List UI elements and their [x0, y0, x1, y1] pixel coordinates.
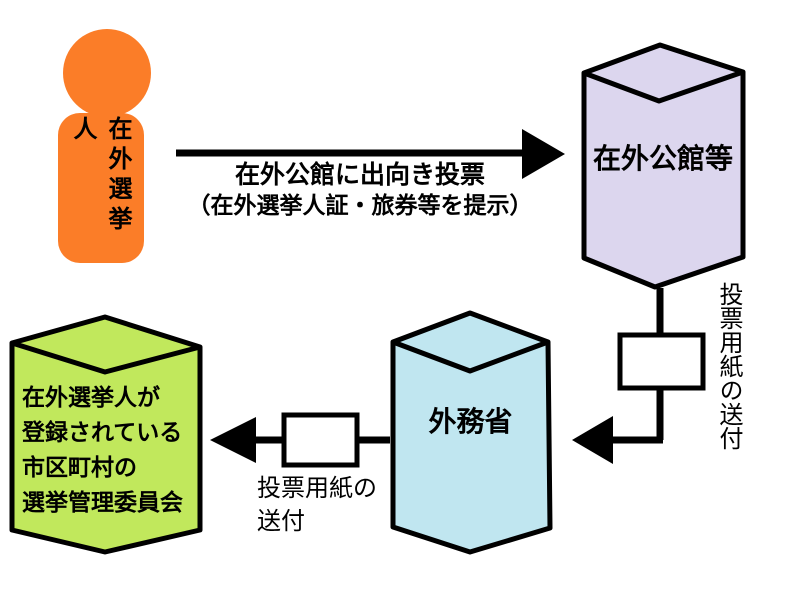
municipality-label-line3: 市区町村の: [22, 455, 137, 481]
municipality-label-line4: 選挙管理委員会: [22, 490, 183, 516]
ballot-send-label-line2: 送付: [257, 507, 305, 535]
municipality-node-label: 在外選挙人が 登録されている 市区町村の 選挙管理委員会: [22, 381, 183, 521]
mofa-node-label: 外務省: [428, 405, 513, 438]
embassy-prism: [581, 42, 746, 290]
flow-arrow-caption-line2: （在外選挙人証・旅券等を提示）: [187, 193, 533, 219]
mofa-prism: [390, 310, 553, 555]
arrow-person-to-embassy: [176, 129, 565, 179]
ballot-send-label-vertical: 投票用紙の送付: [715, 282, 743, 450]
voter-label-wrap: 在外選挙人: [58, 116, 144, 264]
voter-label: 在外選挙人: [69, 116, 132, 236]
ballot-envelope-icon: [617, 332, 706, 391]
flow-arrow-caption-line1: 在外公館に出向き投票: [234, 160, 485, 189]
municipality-prism: [9, 314, 203, 555]
municipality-label-line2: 登録されている: [22, 420, 183, 446]
flow-arrow-caption: 在外公館に出向き投票 （在外選挙人証・旅券等を提示）: [155, 160, 565, 222]
connector-mofa-to-municipality: [210, 412, 390, 468]
embassy-node-label: 在外公館等: [592, 142, 733, 175]
connector-embassy-to-mofa: [572, 288, 706, 464]
ballot-send-label-horizontal: 投票用紙の 送付: [257, 472, 377, 538]
voter-person-icon: [58, 29, 151, 263]
municipality-label-line1: 在外選挙人が: [22, 385, 160, 411]
ballot-envelope-icon: [281, 412, 360, 468]
ballot-send-label-line1: 投票用紙の: [257, 474, 377, 502]
